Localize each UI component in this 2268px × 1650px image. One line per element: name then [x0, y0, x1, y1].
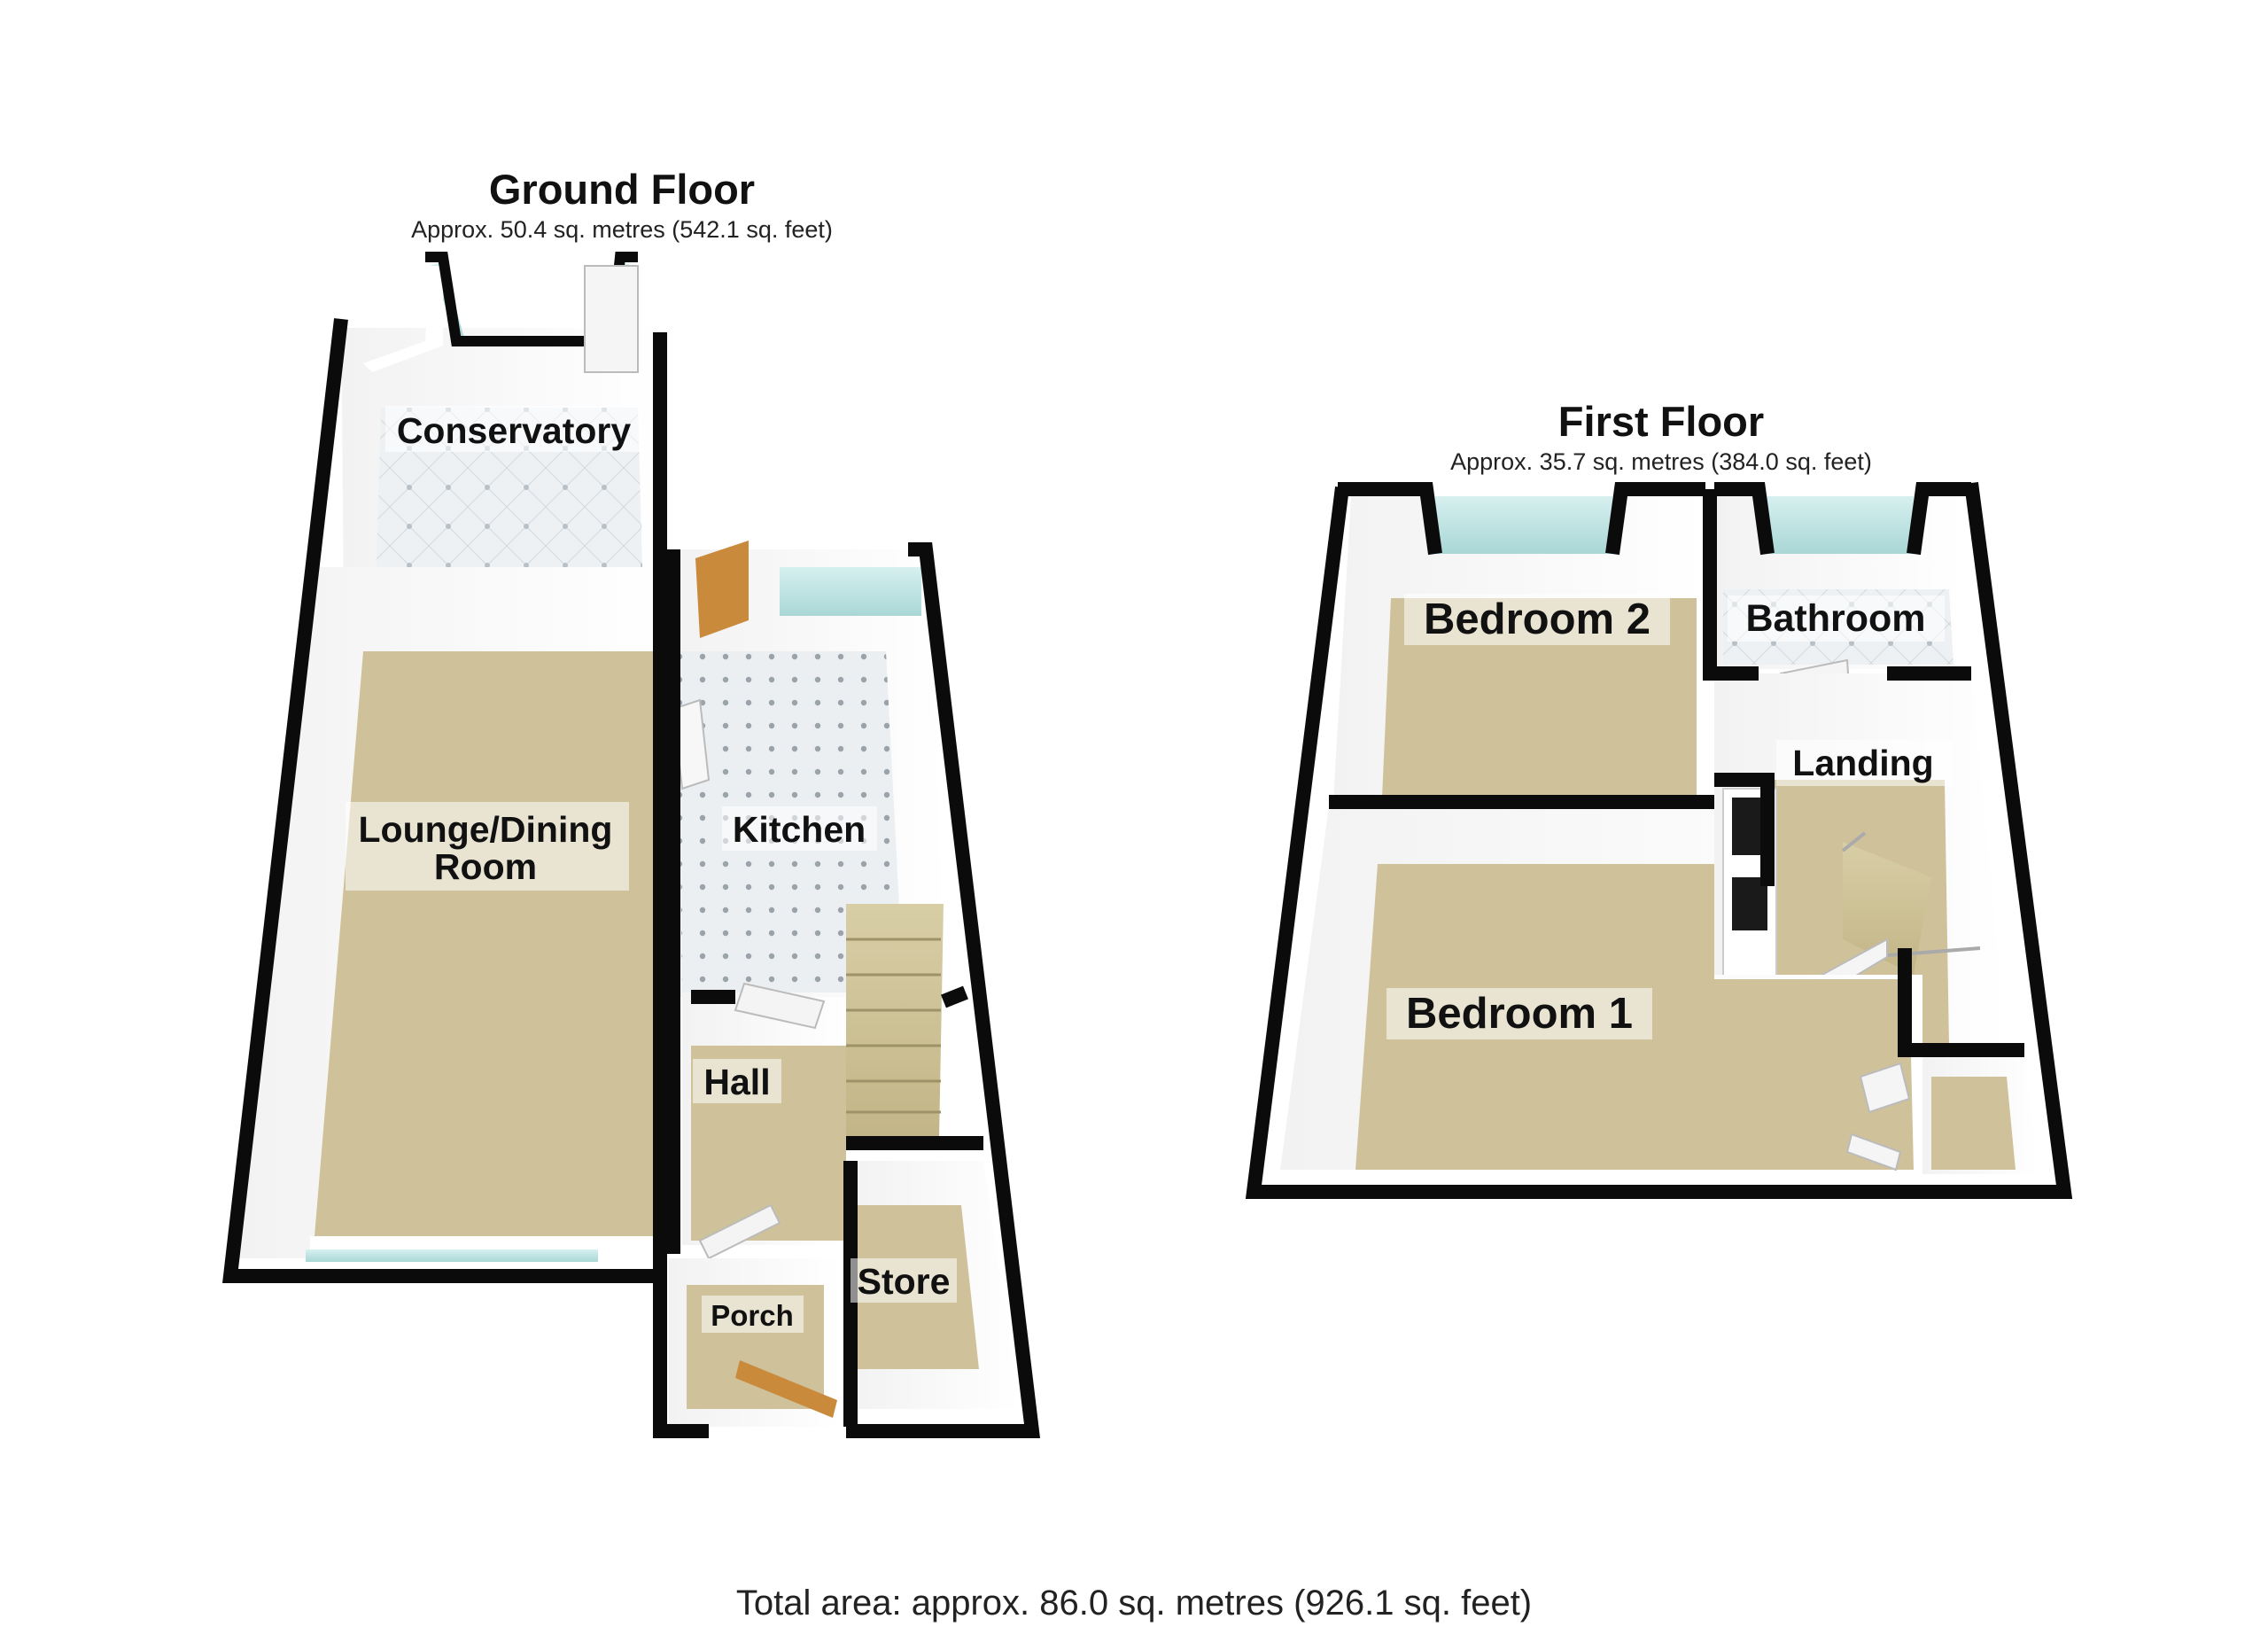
lounge-dining-room: [226, 319, 669, 1276]
porch-label: Porch: [711, 1299, 794, 1332]
hall-room: [682, 982, 846, 1260]
conservatory-door: [584, 265, 639, 373]
first-floor-plan: [1245, 481, 2073, 1199]
conservatory-label: Conservatory: [397, 410, 632, 451]
bedroom-2-label: Bedroom 2: [1424, 595, 1651, 643]
lounge-label-line2: Room: [434, 846, 537, 887]
bathroom-window: [1763, 496, 1914, 554]
ground-floor-plan: [222, 252, 1041, 1438]
ground-floor-title: Ground Floor: [489, 166, 755, 213]
total-area: Total area: approx. 86.0 sq. metres (926…: [736, 1584, 1532, 1623]
kitchen-label: Kitchen: [733, 809, 866, 850]
first-floor-area: Approx. 35.7 sq. metres (384.0 sq. feet): [1450, 448, 1872, 475]
kitchen-window: [780, 567, 921, 616]
first-floor-cupboard: [1845, 1050, 2038, 1174]
first-floor-title: First Floor: [1558, 398, 1764, 445]
hall-label: Hall: [703, 1062, 770, 1102]
lounge-label-line1: Lounge/Dining: [359, 809, 613, 850]
bedroom-2-window: [1435, 496, 1612, 554]
store-label: Store: [858, 1261, 951, 1302]
bathroom-label: Bathroom: [1745, 597, 1925, 640]
kitchen-back-door: [695, 541, 749, 638]
lounge-front-window: [306, 1249, 598, 1262]
front-door: [735, 1360, 837, 1418]
ground-floor-area: Approx. 50.4 sq. metres (542.1 sq. feet): [411, 216, 833, 243]
porch-room: [669, 1258, 842, 1427]
first-floor-walls: [1245, 481, 2073, 1199]
ground-stairs: [846, 904, 944, 1139]
bedroom-1-label: Bedroom 1: [1406, 990, 1633, 1038]
first-floor-stairs: [1843, 842, 1931, 975]
bedroom-2-room: [1333, 496, 1705, 802]
landing-label: Landing: [1792, 743, 1933, 783]
ground-floor-walls: [222, 318, 1041, 1438]
